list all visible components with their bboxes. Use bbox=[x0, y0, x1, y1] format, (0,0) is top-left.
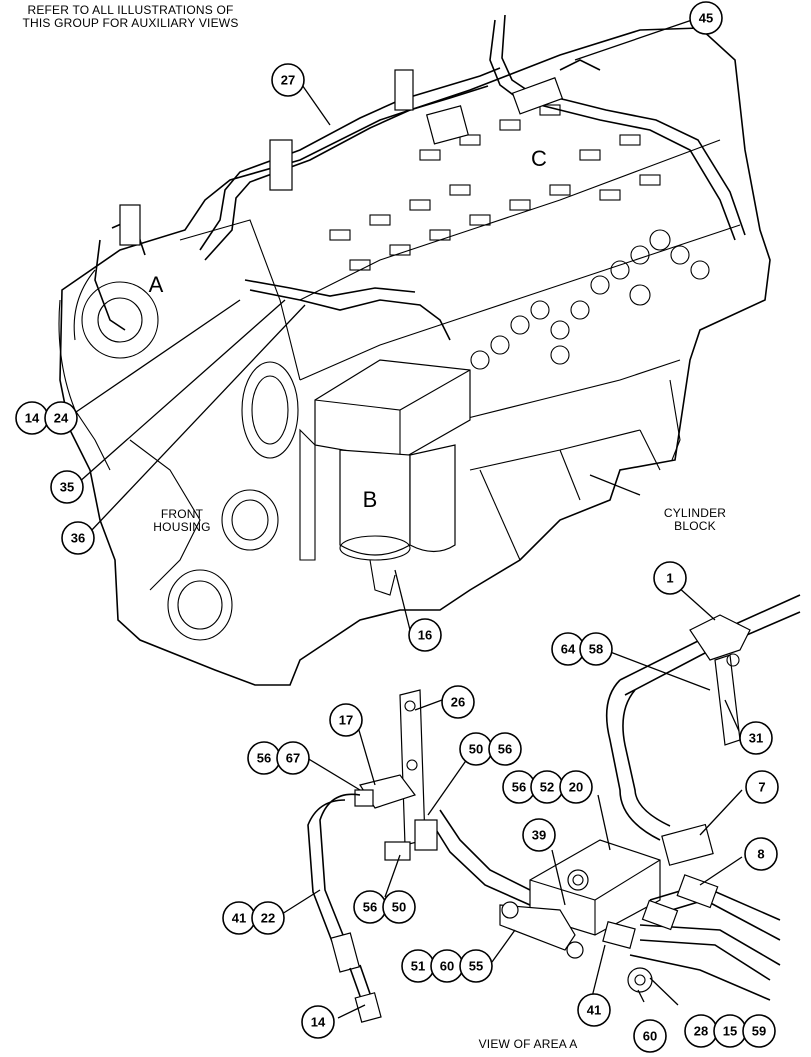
callout-50-a-label: 50 bbox=[469, 742, 483, 757]
callout-20-label: 20 bbox=[569, 780, 583, 795]
area-label-b: B bbox=[362, 487, 378, 512]
front-housing-line1: FRONT bbox=[160, 507, 204, 521]
callout-1: 1 bbox=[653, 561, 687, 595]
callout-28-label: 28 bbox=[694, 1024, 708, 1039]
callout-14-detail-label: 14 bbox=[311, 1015, 326, 1030]
callout-41-b: 41 bbox=[577, 993, 611, 1027]
callout-60-a: 60 bbox=[430, 949, 464, 983]
callout-41-b-label: 41 bbox=[587, 1003, 601, 1018]
callout-50-b: 50 bbox=[382, 890, 416, 924]
callout-35-label: 35 bbox=[60, 480, 74, 495]
callout-60-a-label: 60 bbox=[440, 959, 454, 974]
callout-52: 52 bbox=[530, 770, 564, 804]
cylinder-block-label: CYLINDER BLOCK bbox=[650, 507, 740, 533]
callout-8-label: 8 bbox=[757, 847, 764, 862]
callout-16-label: 16 bbox=[418, 628, 432, 643]
callout-58-label: 58 bbox=[589, 642, 603, 657]
callout-17-label: 17 bbox=[339, 713, 353, 728]
callout-41-a-label: 41 bbox=[232, 911, 246, 926]
callout-8: 8 bbox=[744, 837, 778, 871]
callout-60-b: 60 bbox=[633, 1019, 667, 1053]
callout-22-label: 22 bbox=[261, 911, 275, 926]
callout-31: 31 bbox=[739, 721, 773, 755]
callout-51-label: 51 bbox=[411, 959, 425, 974]
callout-60-b-label: 60 bbox=[643, 1029, 657, 1044]
callout-56-a-label: 56 bbox=[257, 751, 271, 766]
area-a-detail-drawing bbox=[307, 594, 801, 1023]
harness-tubes bbox=[94, 14, 746, 331]
area-label-c: C bbox=[530, 146, 548, 171]
callout-56-d: 56 bbox=[353, 890, 387, 924]
callout-1-label: 1 bbox=[666, 571, 673, 586]
callout-31-label: 31 bbox=[749, 731, 763, 746]
callout-16: 16 bbox=[408, 618, 442, 652]
cylinder-block-line1: CYLINDER bbox=[663, 506, 727, 520]
callout-64: 64 bbox=[551, 632, 585, 666]
callout-14-detail: 14 bbox=[301, 1005, 335, 1039]
callout-52-label: 52 bbox=[540, 780, 554, 795]
callout-35: 35 bbox=[50, 470, 84, 504]
header-note-line1: REFER TO ALL ILLUSTRATIONS OF bbox=[27, 3, 234, 17]
callout-59: 59 bbox=[742, 1014, 776, 1048]
callout-26: 26 bbox=[441, 685, 475, 719]
callout-24: 24 bbox=[44, 401, 78, 435]
callout-20: 20 bbox=[559, 770, 593, 804]
fuel-filter-assembly bbox=[244, 279, 471, 596]
callout-56-c-label: 56 bbox=[512, 780, 526, 795]
callout-67: 67 bbox=[276, 741, 310, 775]
callout-27-label: 27 bbox=[281, 73, 295, 88]
area-label-a: A bbox=[148, 272, 164, 297]
header-note: REFER TO ALL ILLUSTRATIONS OF THIS GROUP… bbox=[8, 4, 253, 30]
callout-22: 22 bbox=[251, 901, 285, 935]
callout-56-b-label: 56 bbox=[498, 742, 512, 757]
callout-36: 36 bbox=[61, 521, 95, 555]
callout-17: 17 bbox=[329, 703, 363, 737]
callout-56-d-label: 56 bbox=[363, 900, 377, 915]
callout-28: 28 bbox=[684, 1014, 718, 1048]
front-housing-label: FRONT HOUSING bbox=[142, 508, 222, 534]
callout-24-label: 24 bbox=[54, 411, 69, 426]
callout-58: 58 bbox=[579, 632, 613, 666]
callout-64-label: 64 bbox=[561, 642, 576, 657]
cylinder-block-line2: BLOCK bbox=[674, 519, 716, 533]
callout-7-label: 7 bbox=[758, 780, 765, 795]
callout-56-b: 56 bbox=[488, 732, 522, 766]
header-note-line2: THIS GROUP FOR AUXILIARY VIEWS bbox=[22, 16, 239, 30]
callout-39-label: 39 bbox=[532, 828, 546, 843]
callout-36-label: 36 bbox=[71, 531, 85, 546]
callout-41-a: 41 bbox=[222, 901, 256, 935]
callout-45: 45 bbox=[689, 1, 723, 35]
callout-15-label: 15 bbox=[723, 1024, 737, 1039]
callout-26-label: 26 bbox=[451, 695, 465, 710]
callout-55-label: 55 bbox=[469, 959, 483, 974]
callout-59-label: 59 bbox=[752, 1024, 766, 1039]
callout-51: 51 bbox=[401, 949, 435, 983]
callout-55: 55 bbox=[459, 949, 493, 983]
callout-50-a: 50 bbox=[459, 732, 493, 766]
callout-7: 7 bbox=[745, 770, 779, 804]
view-caption: VIEW OF AREA A bbox=[478, 1037, 578, 1051]
callout-50-b-label: 50 bbox=[392, 900, 406, 915]
callout-15: 15 bbox=[713, 1014, 747, 1048]
callout-14-main-label: 14 bbox=[25, 411, 40, 426]
callout-14-main: 14 bbox=[15, 401, 49, 435]
leader-lines bbox=[75, 19, 743, 1019]
callout-45-label: 45 bbox=[699, 11, 713, 26]
front-housing-line2: HOUSING bbox=[153, 520, 211, 534]
callout-56-a: 56 bbox=[247, 741, 281, 775]
callout-67-label: 67 bbox=[286, 751, 300, 766]
callout-39: 39 bbox=[522, 818, 556, 852]
callout-27: 27 bbox=[271, 63, 305, 97]
